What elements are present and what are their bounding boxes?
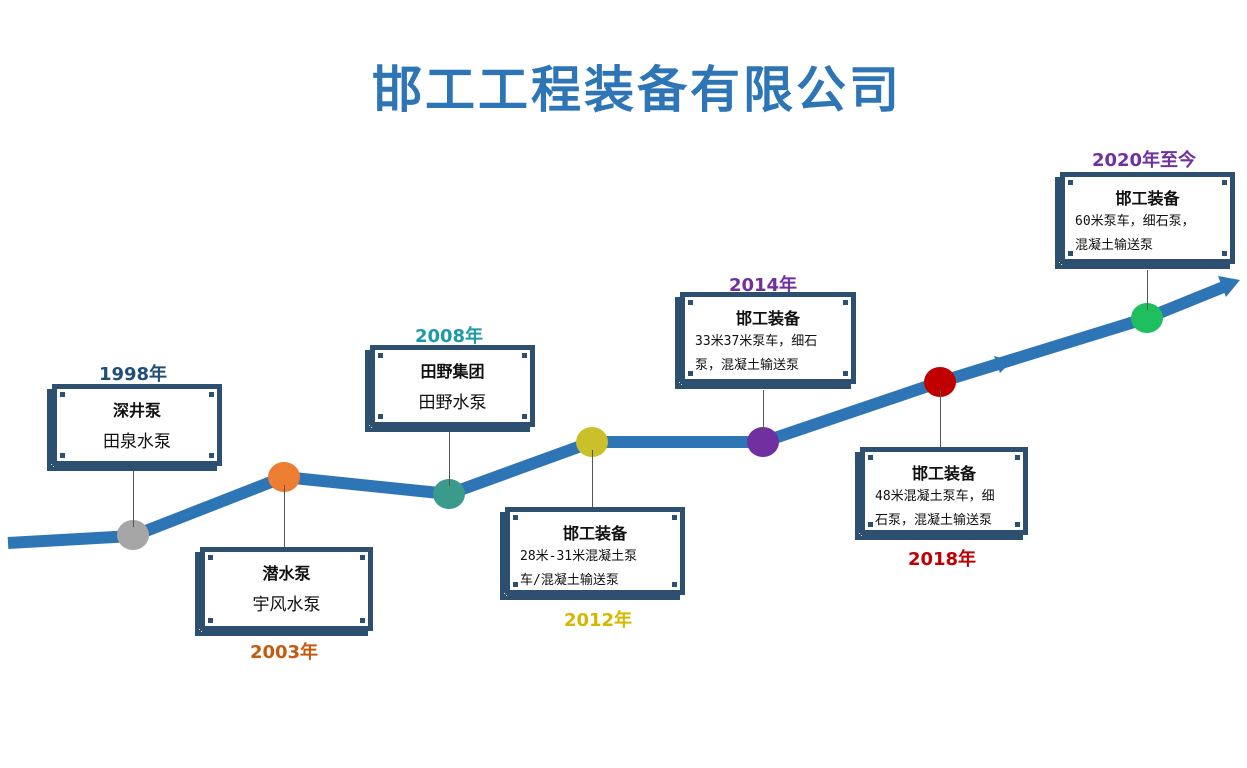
milestone-heading: 邯工装备	[1115, 189, 1180, 208]
milestone-card: 深井泵田泉水泵	[47, 384, 222, 471]
milestone-detail: 宇风水泵	[252, 595, 321, 615]
year-label: 2018年	[907, 549, 977, 570]
card-frame	[505, 507, 685, 595]
timeline-node	[924, 367, 956, 397]
card-frame	[370, 345, 535, 427]
milestone-card: 邯工装备 33米37米泵车，细石泵，混凝土输送泵	[675, 292, 856, 389]
milestone-detail: 48米混凝土泵车，细	[875, 489, 995, 504]
card-frame	[1060, 172, 1235, 264]
connector	[940, 390, 941, 447]
milestone-detail: 田泉水泵	[103, 432, 171, 452]
milestone-detail: 混凝土输送泵	[1075, 238, 1154, 253]
milestone-card: 邯工装备 48米混凝土泵车，细石泵，混凝土输送泵	[855, 447, 1028, 540]
milestone-heading: 邯工装备	[911, 464, 976, 483]
page-title: 邯工工程装备有限公司	[372, 61, 902, 119]
card-frame	[680, 292, 856, 384]
timeline-node	[433, 479, 465, 509]
card-frame	[860, 447, 1028, 535]
milestone-card: 田野集团田野水泵	[365, 345, 535, 432]
year-label: 1998年	[98, 364, 168, 385]
timeline-node	[576, 427, 608, 457]
connector	[1147, 270, 1148, 310]
mid-arrow-icon	[994, 356, 1012, 373]
year-label: 2012年	[563, 610, 633, 631]
milestone-detail: 33米37米泵车，细石	[695, 334, 818, 349]
timeline-node	[1131, 303, 1163, 333]
year-label: 2020年至今	[1091, 150, 1197, 171]
milestone-heading: 深井泵	[112, 401, 161, 420]
timeline-node	[747, 427, 779, 457]
year-label: 2014年	[728, 275, 798, 296]
card-frame	[200, 547, 373, 631]
milestone-card: 邯工装备 60米泵车，细石泵， 混凝土输送泵	[1055, 172, 1235, 269]
year-label: 2008年	[414, 326, 484, 347]
connector	[592, 450, 593, 507]
milestone-detail: 泵，混凝土输送泵	[695, 358, 800, 373]
milestone-detail: 田野水泵	[418, 393, 487, 413]
milestone-heading: 邯工装备	[735, 309, 800, 328]
card-frame	[52, 384, 222, 466]
milestone-heading: 田野集团	[420, 362, 485, 381]
milestone-heading: 邯工装备	[562, 524, 627, 543]
timeline-node	[268, 462, 300, 492]
connector	[449, 428, 450, 486]
milestone-detail: 60米泵车，细石泵，	[1075, 214, 1195, 229]
milestone-heading: 潜水泵	[262, 564, 311, 583]
connector	[284, 485, 285, 547]
arrowhead-icon	[1218, 276, 1240, 297]
connector	[763, 390, 764, 434]
milestone-card: 潜水泵宇风水泵	[195, 547, 373, 636]
connector	[133, 467, 134, 527]
milestone-detail: 石泵，混凝土输送泵	[875, 513, 993, 528]
timeline-node	[117, 520, 149, 550]
year-label: 2003年	[249, 642, 319, 663]
milestone-card: 邯工装备 28米-31米混凝土泵车/混凝土输送泵	[500, 507, 685, 600]
milestone-detail: 28米-31米混凝土泵	[520, 549, 638, 564]
milestone-detail: 车/混凝土输送泵	[520, 573, 619, 588]
